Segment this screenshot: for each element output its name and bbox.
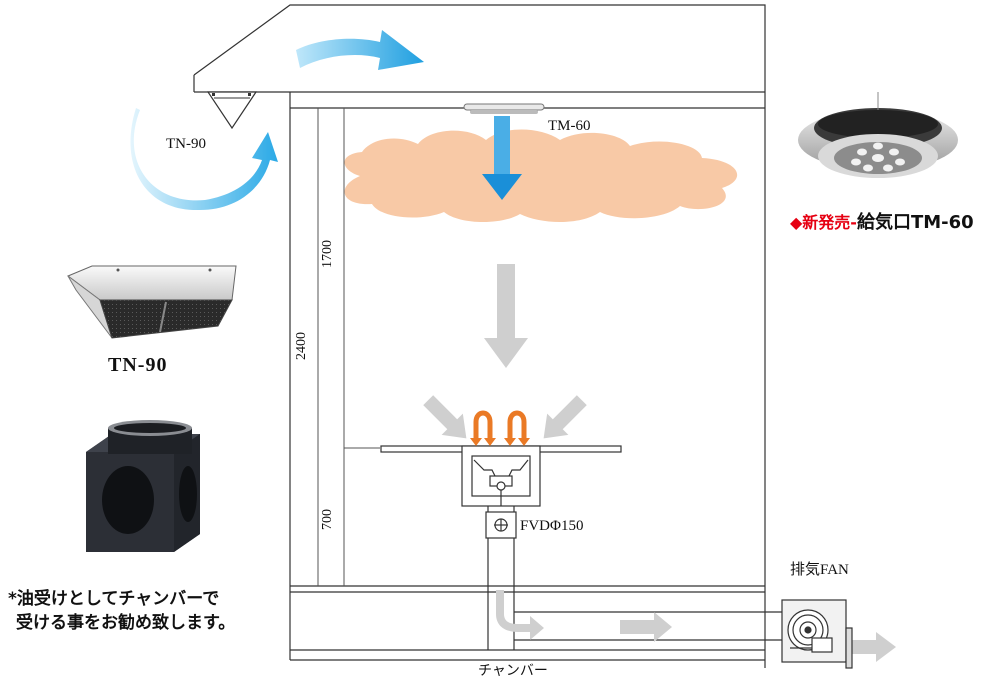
blue-exhaust-arrow xyxy=(296,30,424,70)
tn90-roof-label: TN-90 xyxy=(166,136,206,152)
duct-horizontal xyxy=(514,611,782,641)
tm60-vent-diagram xyxy=(463,103,545,114)
note-line-1: *油受けとしてチャンバーで xyxy=(8,589,220,609)
round-vent-icon xyxy=(798,92,958,178)
new-release-prefix: ◆新発売- xyxy=(790,213,857,232)
note-line-2: 受ける事をお勧め致します。 xyxy=(16,613,236,633)
chamber-label: チャンバー xyxy=(478,664,548,679)
tn90-roof-hood xyxy=(206,91,258,130)
orange-pipes xyxy=(473,410,527,443)
dimension-2400: 2400 xyxy=(294,332,309,360)
tm60-label: TM-60 xyxy=(548,118,591,134)
blue-intake-arrow xyxy=(130,108,278,211)
dimension-lines xyxy=(317,108,380,586)
cloud xyxy=(344,129,738,223)
dimension-700: 700 xyxy=(320,509,335,530)
orange-pipe-tips xyxy=(470,438,530,446)
grey-down-arrow xyxy=(484,264,528,368)
chamber-box-icon xyxy=(86,420,200,552)
duct-flow-arrows xyxy=(496,590,896,662)
grey-diagonal-arrows xyxy=(423,395,587,439)
exhaust-fan-label: 排気FAN xyxy=(790,562,849,578)
fvd-label: FVDΦ150 xyxy=(520,518,584,534)
exhaust-fan-icon xyxy=(781,599,853,669)
blue-down-arrow xyxy=(482,116,522,200)
duct-vertical xyxy=(485,506,517,650)
new-release-name: 給気口TM-60 xyxy=(856,212,974,233)
chamber-hood-unit xyxy=(380,445,622,507)
range-hood-icon xyxy=(67,265,237,339)
dimension-1700: 1700 xyxy=(320,240,335,268)
new-release-label: ◆新発売-給気口TM-60 xyxy=(790,208,974,234)
tn90-product-label: TN-90 xyxy=(108,354,168,376)
